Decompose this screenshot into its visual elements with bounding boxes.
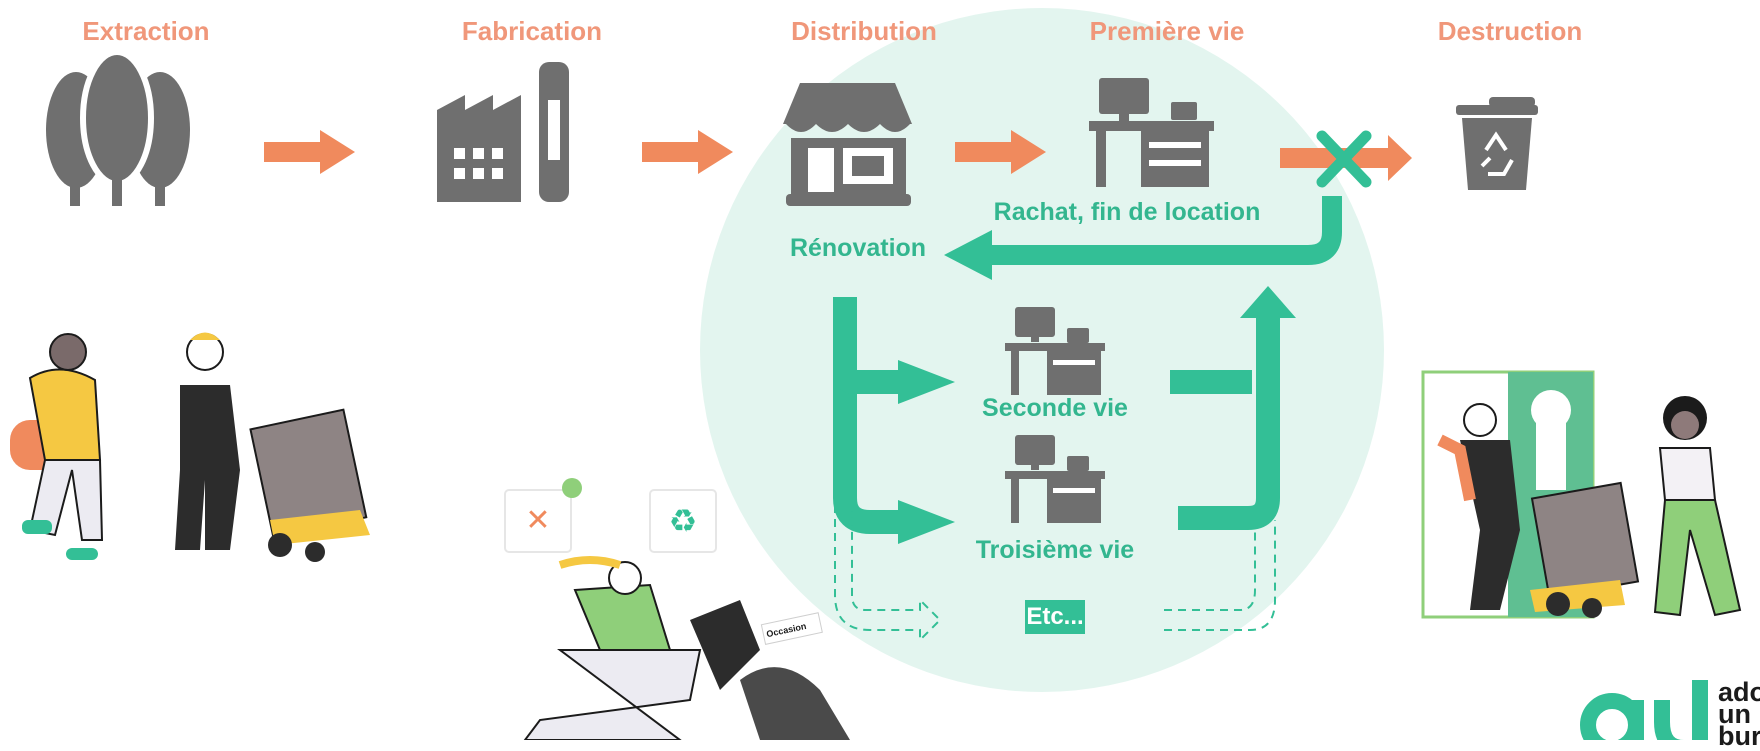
- logo-text-line-2: un: [1718, 699, 1751, 729]
- label-rachat-fin-de-location: Rachat, fin de location: [993, 198, 1261, 226]
- label-renovation: Rénovation: [789, 234, 927, 262]
- stage-title-extraction: Extraction: [82, 16, 210, 46]
- stage-title-distribution: Distribution: [791, 16, 937, 46]
- recycle-bin-icon: [1456, 97, 1538, 190]
- cross-icon: [1316, 130, 1372, 188]
- desk-icon-seconde-vie: [1005, 307, 1105, 395]
- buyback-return-arrow: [988, 196, 1342, 265]
- stage-title-fabrication: Fabrication: [461, 16, 603, 46]
- svg-text:✕: ✕: [525, 504, 550, 537]
- shop-icon: [783, 83, 912, 206]
- etc-dashed-arrows: [834, 505, 1276, 643]
- delivery-door-illustration: [1421, 370, 1742, 619]
- desk-icon: [1089, 78, 1214, 187]
- trees-icon: [46, 49, 190, 206]
- label-etc: Etc...: [1025, 600, 1085, 634]
- desk-icon-troisieme-vie: [1005, 435, 1105, 523]
- adopte-un-bureau-logo: [1580, 680, 1708, 740]
- stage-title-premiere-vie: Première vie: [1089, 16, 1245, 46]
- label-seconde-vie: Seconde vie: [982, 394, 1128, 422]
- reuse-branch-arrows: [833, 297, 1280, 534]
- logo-text-line-3: bur: [1718, 721, 1760, 751]
- stage-title-destruction: Destruction: [1437, 16, 1583, 46]
- logo-text-line-1: ado: [1718, 677, 1760, 707]
- svg-text:♻: ♻: [669, 503, 698, 539]
- exchange-people-illustration: [10, 332, 370, 562]
- factory-icon: [437, 62, 569, 202]
- label-troisieme-vie: Troisième vie: [975, 536, 1135, 564]
- repair-person-illustration: ✕ ♻: [504, 478, 850, 740]
